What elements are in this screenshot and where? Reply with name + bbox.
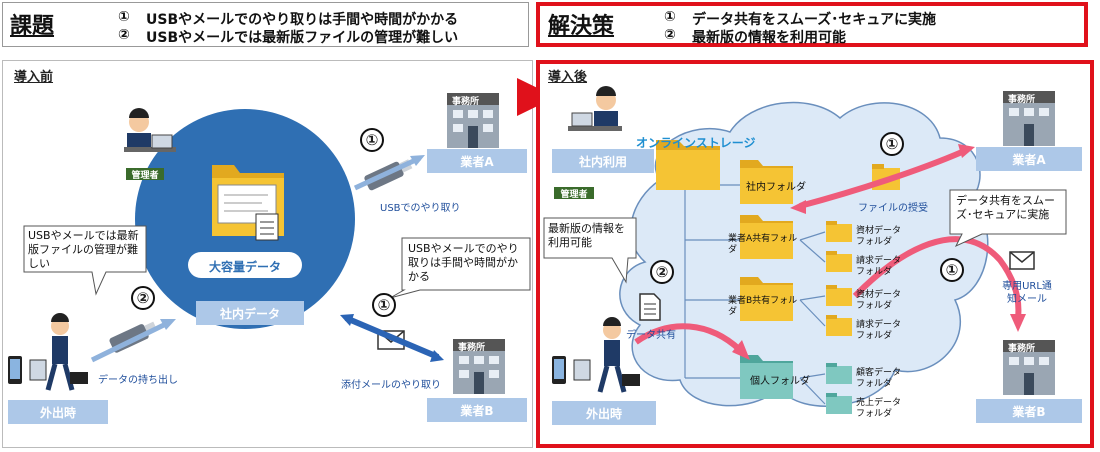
big-data-label: 大容量データ	[208, 260, 281, 274]
solution-line-2: 最新版の情報を利用可能	[692, 30, 846, 46]
solution-header-box	[536, 2, 1088, 47]
online-storage-label: オンラインストレージ	[636, 136, 756, 150]
file-transfer-arrow-head-a	[958, 144, 975, 158]
subfolder-sales-label: 売上データフォルダ	[856, 398, 902, 419]
online-storage-folder-icon	[656, 140, 720, 190]
big-folder-icon	[212, 165, 284, 241]
office-building-a-icon	[447, 93, 499, 148]
after-callout-right-text: データ共有をスムーズ･セキュアに実施	[956, 194, 1055, 221]
after-callout-left-shape	[543, 217, 637, 284]
personal-folder-label: 個人フォルダ	[750, 376, 810, 387]
before-num-1b: ①	[372, 293, 396, 317]
outside-box-after: 外出時	[552, 401, 656, 425]
vendor-b-folder-icon	[740, 277, 793, 321]
subfolder-invoice-a-label: 請求データフォルダ	[856, 256, 902, 277]
file-transfer-label: ファイルの授受	[858, 203, 928, 214]
internal-folder-icon	[740, 160, 793, 204]
subfolder-invoice-b-icon	[826, 315, 852, 336]
after-num-1a: ①	[880, 132, 904, 156]
callout-right-shape	[389, 237, 531, 299]
mail-exchange-arrow	[340, 314, 444, 362]
after-num-1b: ①	[940, 258, 964, 282]
solution-line-1-num: ①	[664, 9, 676, 25]
solution-line-1: データ共有をスムーズ･セキュアに実施	[692, 12, 937, 28]
issues-line-2: USBやメールでは最新版ファイルの管理が難しい	[146, 30, 459, 46]
manager-badge: 管理者	[126, 168, 164, 181]
internal-data-box: 社内データ	[196, 301, 304, 325]
after-manager-person-icon	[568, 86, 622, 131]
internal-folder-label: 社内フォルダ	[746, 182, 806, 193]
issues-line-1-num: ①	[118, 9, 130, 25]
after-office-b-sign: 事務所	[1008, 344, 1036, 354]
after-callout-right-shape	[949, 189, 1067, 248]
subfolder-customer-icon	[826, 363, 852, 384]
takeout-arrow	[90, 319, 176, 363]
file-transfer-arrow-head-internal	[790, 200, 806, 214]
callout-left-shape	[23, 225, 147, 296]
before-label: 導入前	[14, 70, 54, 85]
after-office-a-sign: 事務所	[1008, 95, 1036, 105]
usb-exchange-label: USBでのやり取り	[380, 203, 461, 214]
subfolder-material-a-icon	[826, 221, 852, 242]
document-icon	[639, 293, 661, 321]
before-num-1a: ①	[360, 128, 384, 152]
after-office-building-a-icon	[1003, 91, 1055, 146]
callout-right-text: USBやメールでのやり取りは手間や時間がかかる	[408, 242, 519, 283]
manager-person-icon	[124, 108, 176, 152]
url-notice-label: 専用URL通知メール	[1002, 281, 1052, 305]
folder-tree-lines	[684, 182, 826, 405]
office-building-b-icon	[453, 339, 505, 394]
big-data-pill	[188, 252, 302, 278]
vendor-a-folder-label: 業者A共有フォルダ	[728, 234, 798, 255]
url-notice-arrow-head	[1010, 314, 1026, 332]
issues-line-2-num: ②	[118, 27, 130, 43]
issues-line-1: USBやメールでのやり取りは手間や時間がかかる	[146, 12, 459, 28]
callout-left-text: USBやメールでは最新版ファイルの管理が難しい	[28, 229, 139, 270]
office-b-sign: 事務所	[458, 343, 486, 353]
solution-line-2-num: ②	[664, 27, 676, 43]
after-outside-person-icon	[552, 317, 640, 393]
vendor-a-folder-icon	[740, 215, 793, 259]
issues-title: 課題	[10, 14, 55, 39]
after-vendor-b-box: 業者B	[976, 399, 1082, 423]
subfolder-material-b-label: 資材データフォルダ	[856, 290, 902, 311]
subfolder-invoice-a-icon	[826, 251, 852, 272]
after-callout-left-text: 最新版の情報を利用可能	[548, 222, 625, 249]
outside-box-before: 外出時	[8, 400, 108, 424]
personal-access-arrow	[634, 323, 743, 353]
vendor-b-box: 業者B	[427, 398, 527, 422]
document-label: データ共有	[626, 330, 676, 341]
after-office-building-b-icon	[1003, 340, 1055, 395]
after-manager-badge: 管理者	[554, 187, 594, 200]
takeout-label: データの持ち出し	[98, 375, 178, 386]
after-num-2: ②	[650, 260, 674, 284]
after-label: 導入後	[548, 70, 588, 85]
solution-title: 解決策	[548, 14, 615, 39]
personal-access-arrow-head	[732, 340, 750, 360]
issues-header-box	[2, 2, 529, 47]
subfolder-sales-icon	[826, 393, 852, 414]
url-mail-envelope-icon	[1009, 251, 1035, 270]
subfolder-customer-label: 顧客データフォルダ	[856, 368, 902, 389]
file-transfer-arrow	[799, 149, 964, 209]
mail-exchange-label: 添付メールのやり取り	[341, 380, 441, 391]
vendor-a-box: 業者A	[427, 149, 527, 173]
vendor-b-folder-label: 業者B共有フォルダ	[728, 296, 798, 317]
personal-folder-icon	[740, 355, 793, 399]
subfolder-material-a-label: 資材データフォルダ	[856, 226, 902, 247]
after-vendor-a-box: 業者A	[976, 147, 1082, 171]
subfolder-material-b-icon	[826, 285, 852, 306]
outside-person-icon	[8, 313, 88, 391]
before-num-2: ②	[131, 286, 155, 310]
subfolder-invoice-b-label: 請求データフォルダ	[856, 320, 902, 341]
office-a-sign: 事務所	[452, 97, 480, 107]
internal-use-box: 社内利用	[552, 149, 654, 173]
url-notice-arrow	[852, 236, 1022, 319]
usb-exchange-arrow	[353, 155, 425, 191]
